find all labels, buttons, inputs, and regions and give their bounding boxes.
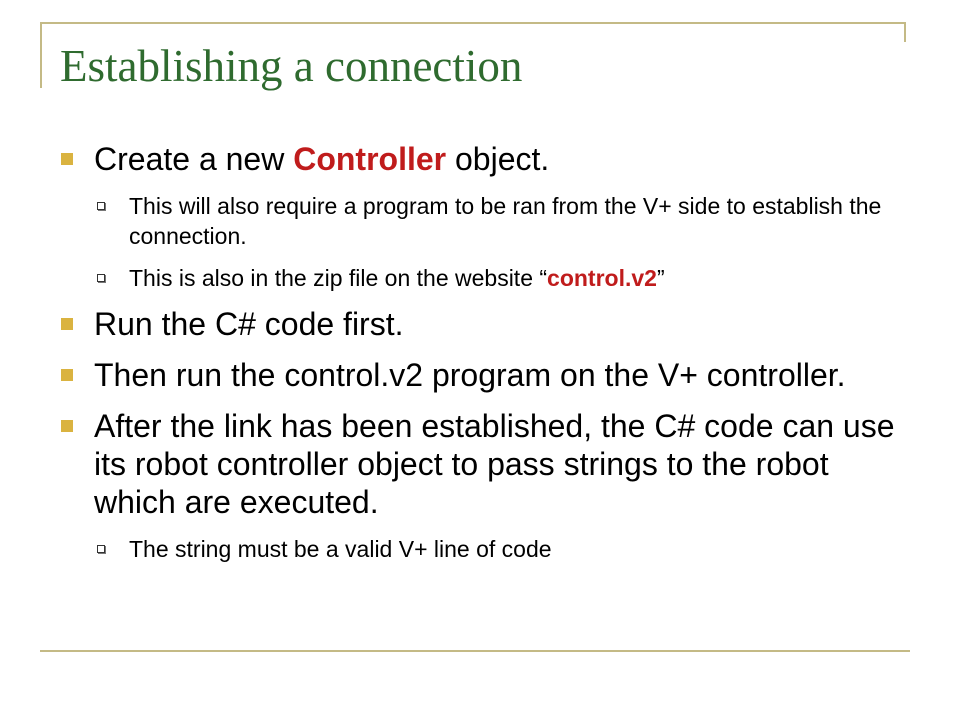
- bullet-text: Then run the control.v2 program on the V…: [94, 357, 846, 393]
- hollow-square-bullet-icon: [97, 545, 105, 553]
- control-v2-filename: control.v2: [547, 265, 657, 291]
- sub-bullet-text: This will also require a program to be r…: [129, 193, 882, 249]
- bullet-run-control-v2: Then run the control.v2 program on the V…: [60, 356, 910, 394]
- slide-frame-top: [40, 22, 905, 24]
- sub-bullet-v-plus-program: This will also require a program to be r…: [60, 191, 910, 251]
- hollow-square-bullet-icon: [97, 274, 105, 282]
- bullet-text-pre: Create a new: [94, 141, 294, 177]
- bullet-run-csharp-first: Run the C# code first.: [60, 305, 910, 343]
- square-bullet-icon: [61, 153, 73, 165]
- sub-bullet-zip-file: This is also in the zip file on the webs…: [60, 263, 910, 293]
- bullet-create-controller: Create a new Controller object.: [60, 140, 910, 178]
- sub-bullet-text: The string must be a valid V+ line of co…: [129, 536, 552, 562]
- sub-bullet-valid-line: The string must be a valid V+ line of co…: [60, 534, 910, 564]
- square-bullet-icon: [61, 369, 73, 381]
- sub-bullet-text-pre: This is also in the zip file on the webs…: [129, 265, 548, 291]
- bullet-text: After the link has been established, the…: [94, 408, 895, 520]
- sub-bullet-text-post: ”: [656, 265, 665, 291]
- bullet-after-link: After the link has been established, the…: [60, 407, 910, 521]
- square-bullet-icon: [61, 420, 73, 432]
- square-bullet-icon: [61, 318, 73, 330]
- slide-content: Create a new Controller object. This wil…: [60, 140, 910, 576]
- slide-frame-left: [40, 22, 42, 88]
- slide-title: Establishing a connection: [60, 41, 523, 91]
- bullet-text: Run the C# code first.: [94, 306, 404, 342]
- slide-frame-right: [904, 22, 906, 42]
- controller-keyword: Controller: [293, 141, 447, 177]
- bullet-text-post: object.: [446, 141, 550, 177]
- hollow-square-bullet-icon: [97, 202, 105, 210]
- slide-frame-bottom: [40, 650, 910, 652]
